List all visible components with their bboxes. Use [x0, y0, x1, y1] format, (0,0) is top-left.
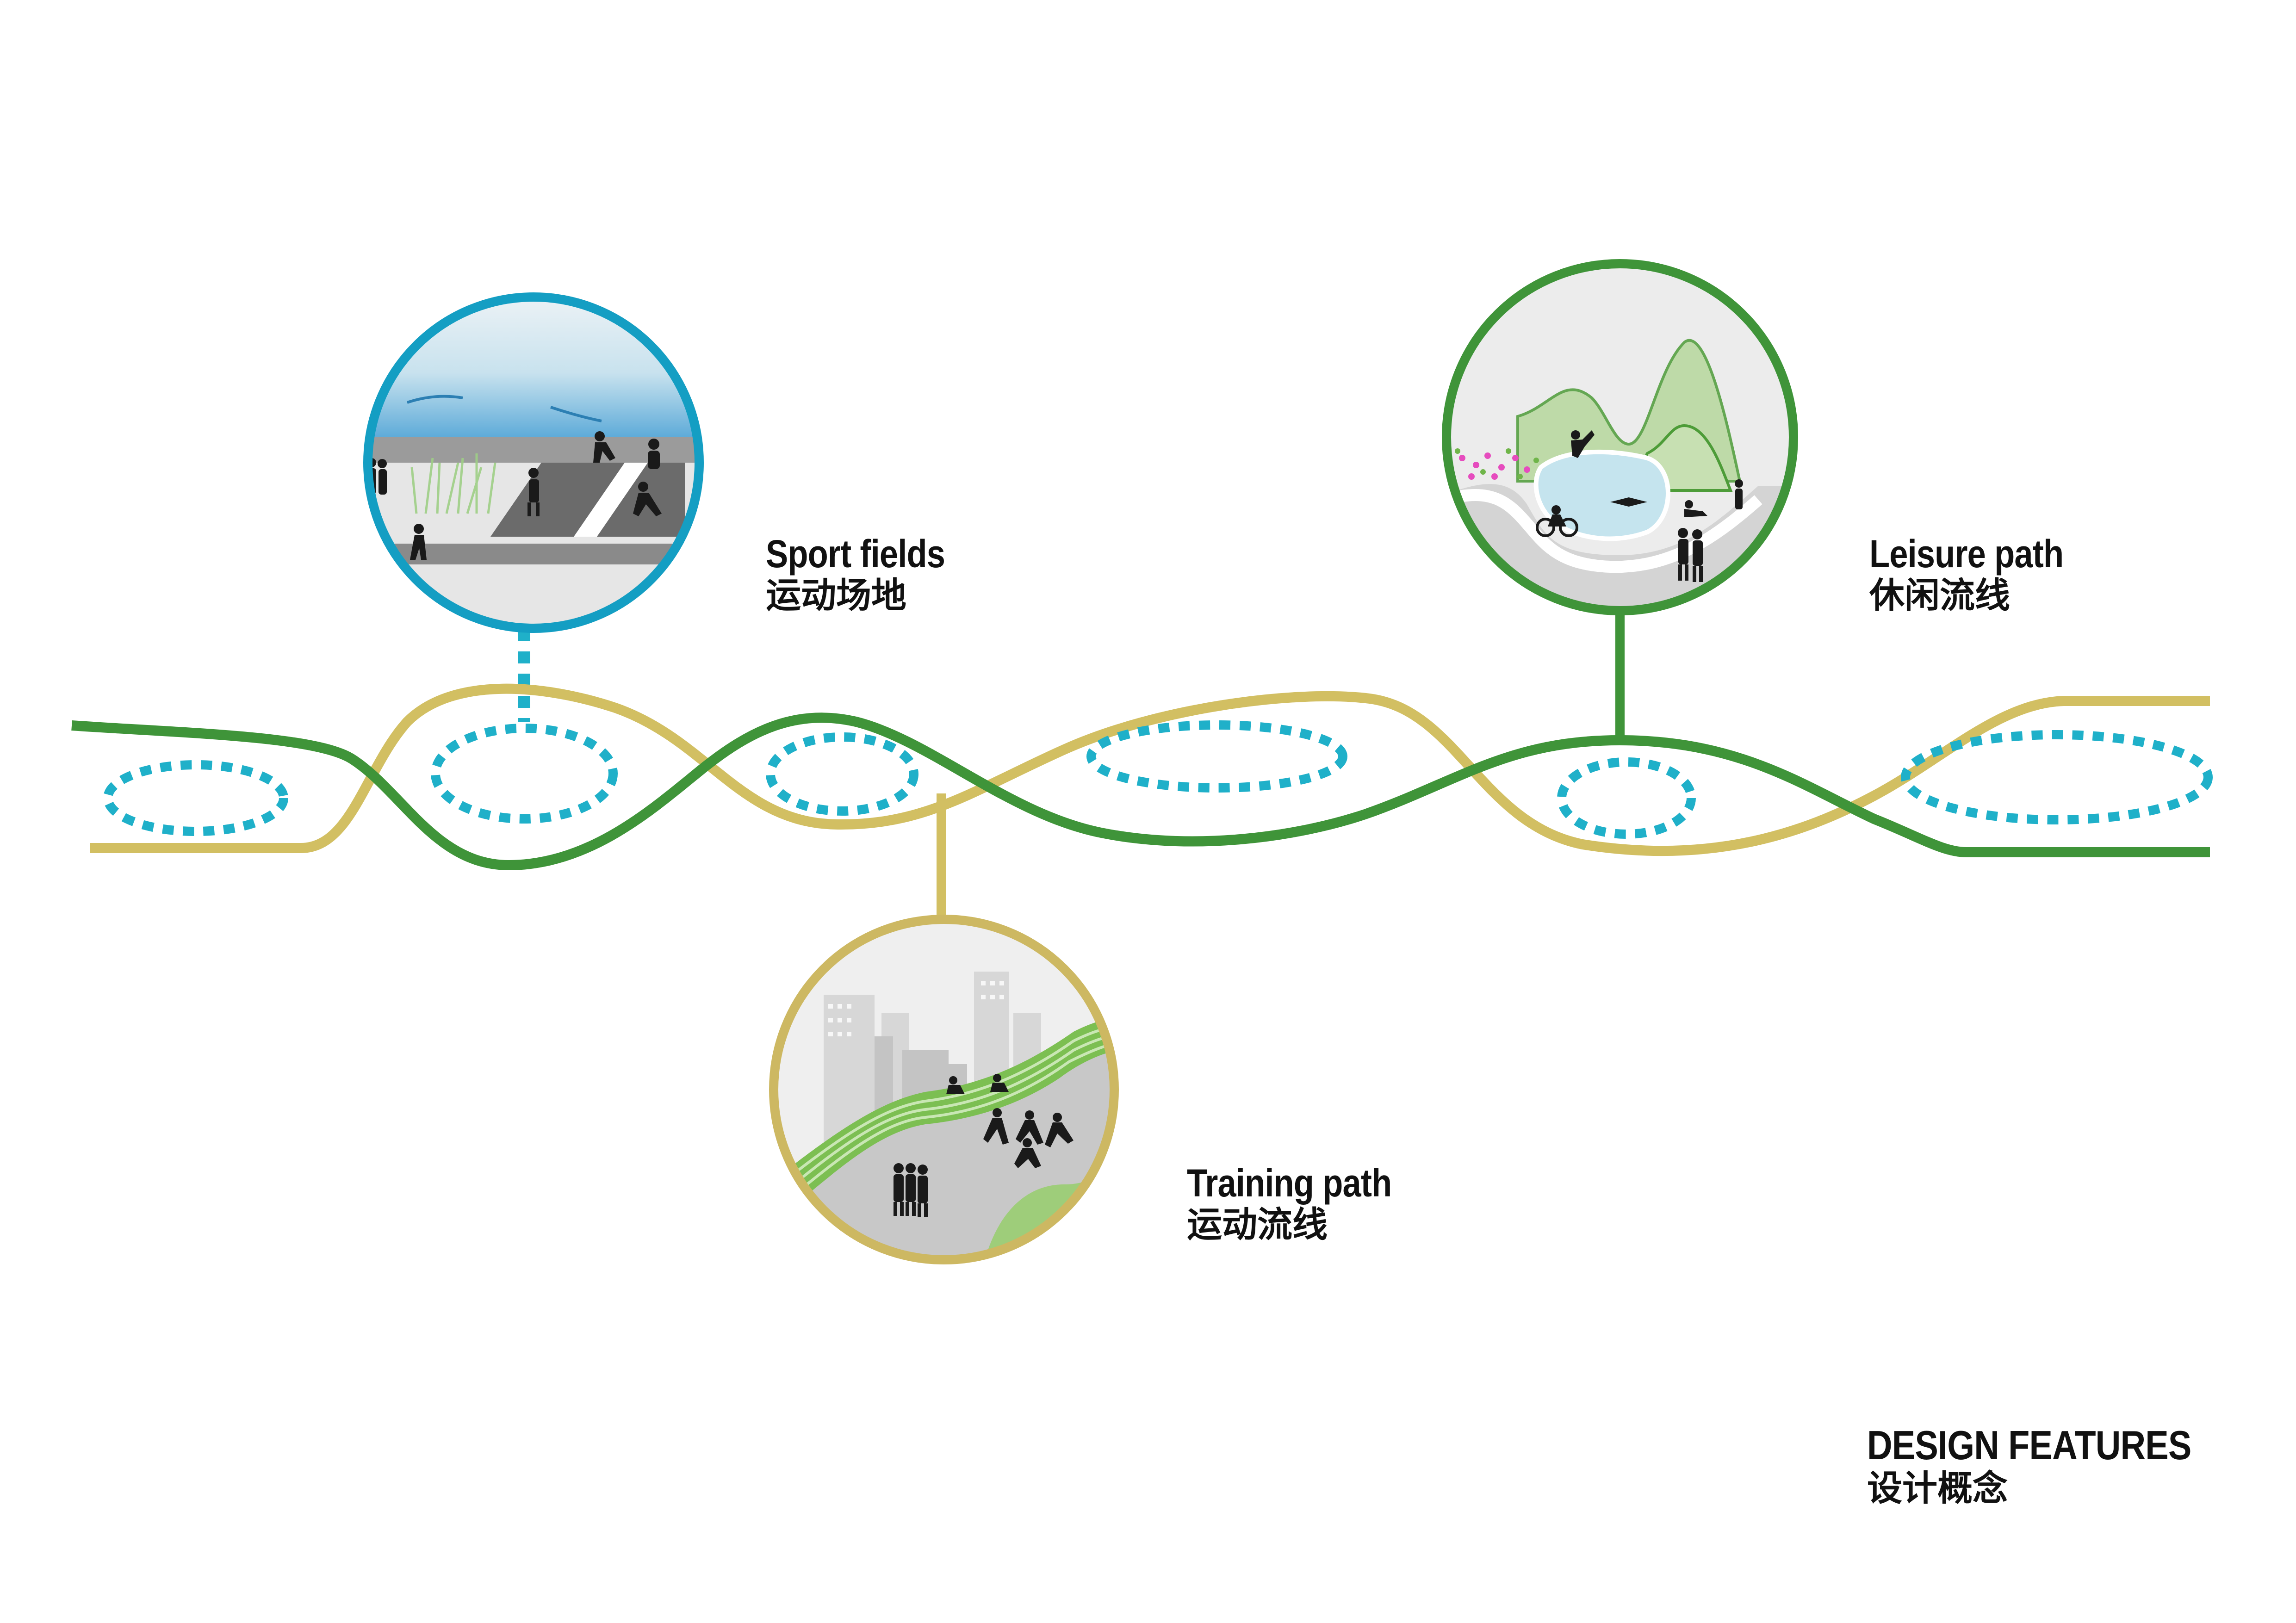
- training-path-label: Training path 运动流线: [1187, 1161, 1425, 1244]
- leisure-path-label: Leisure path 休闲流线: [1869, 532, 2095, 615]
- design-features-title: DESIGN FEATURES: [1867, 1422, 2191, 1468]
- sport-fields-subtitle: 运动场地: [766, 575, 906, 616]
- leisure-path-illustration: [1442, 259, 1798, 615]
- training-path-subtitle: 运动流线: [1187, 1204, 1328, 1245]
- green-path: [71, 712, 2210, 871]
- oval-1: [103, 760, 288, 836]
- training-path-circle: [769, 915, 1119, 1264]
- oval-3: [766, 732, 918, 816]
- oval-4: [1086, 720, 1347, 793]
- leisure-path-subtitle: 休闲流线: [1869, 575, 2010, 616]
- oval-2: [431, 724, 618, 824]
- training-path-title: Training path: [1187, 1161, 1392, 1205]
- leisure-path-circle: [1442, 259, 1798, 615]
- sport-fields-label: Sport fields 运动场地: [766, 532, 974, 615]
- design-features-label: DESIGN FEATURES 设计概念: [1867, 1422, 2244, 1509]
- leisure-path-title: Leisure path: [1869, 532, 2064, 576]
- olive-path: [90, 683, 2210, 856]
- oval-6: [1901, 730, 2213, 824]
- sport-fields-circle: [363, 292, 704, 633]
- design-features-subtitle: 设计概念: [1867, 1467, 2008, 1509]
- sport-fields-illustration: [363, 292, 704, 633]
- training-path-illustration: [769, 915, 1119, 1264]
- sport-fields-title: Sport fields: [766, 532, 945, 576]
- oval-5: [1557, 757, 1696, 839]
